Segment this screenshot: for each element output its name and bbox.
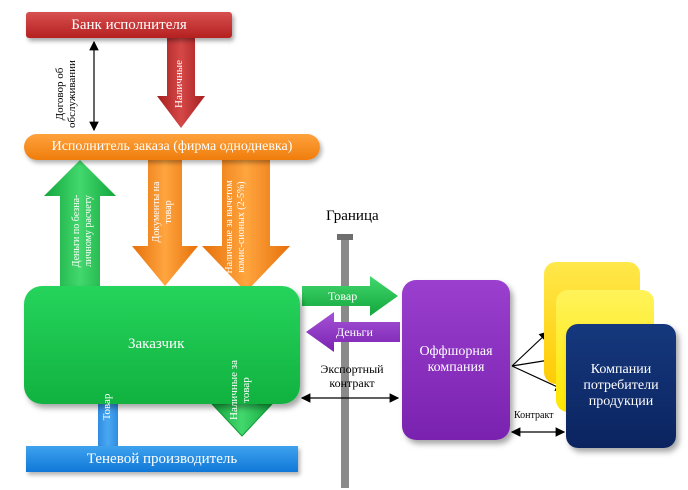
border-label: Граница (326, 208, 379, 224)
supply-arrow-3 (511, 365, 566, 391)
money-back-arrow (306, 312, 400, 352)
cash-for-goods-label: Наличные за товар (228, 360, 252, 420)
consumer-box: Компании потребители продукции (566, 324, 676, 448)
cash-bank-arrow (157, 38, 205, 128)
executor-box: Исполнитель заказа (фирма однодневка) (24, 134, 320, 160)
bank-box: Банк исполнителя (26, 12, 232, 38)
executor-label: Исполнитель заказа (фирма однодневка) (51, 139, 293, 154)
cash-minus-commission-arrow (202, 160, 290, 292)
shadow-producer-box: Теневой производитель (26, 446, 298, 472)
customer-box: Заказчик (24, 286, 300, 404)
bank-label: Банк исполнителя (71, 16, 187, 33)
shadow-producer-label: Теневой производитель (86, 450, 238, 467)
customer-label: Заказчик (128, 336, 185, 352)
contract-label: Контракт (514, 410, 554, 421)
supply-arrow-1 (511, 331, 549, 367)
cashless-money-label: Деньги по безна-личному расчету (71, 194, 94, 268)
goods-up-label: Товар (101, 393, 113, 421)
export-contract-label: Экспортный контракт (320, 362, 384, 390)
cash-bank-label: Наличные (173, 60, 185, 108)
offshore-label: Оффшорная компания (419, 344, 493, 375)
cashless-money-arrow (44, 160, 116, 286)
offshore-box: Оффшорная компания (402, 280, 510, 440)
money-back-label: Деньги (336, 325, 373, 339)
documents-arrow (132, 160, 198, 286)
goods-export-label: Товар (328, 289, 358, 303)
goods-export-arrow (302, 276, 398, 316)
documents-label: Документы на товар (151, 181, 174, 243)
border-line (341, 234, 349, 488)
consumer-label: Компании потребители продукции (583, 362, 659, 409)
cash-minus-commission-label: Наличные за вычетом комис-сионых (2-5%) (224, 180, 247, 274)
service-contract-label: Договор об обслуживании (54, 60, 78, 128)
